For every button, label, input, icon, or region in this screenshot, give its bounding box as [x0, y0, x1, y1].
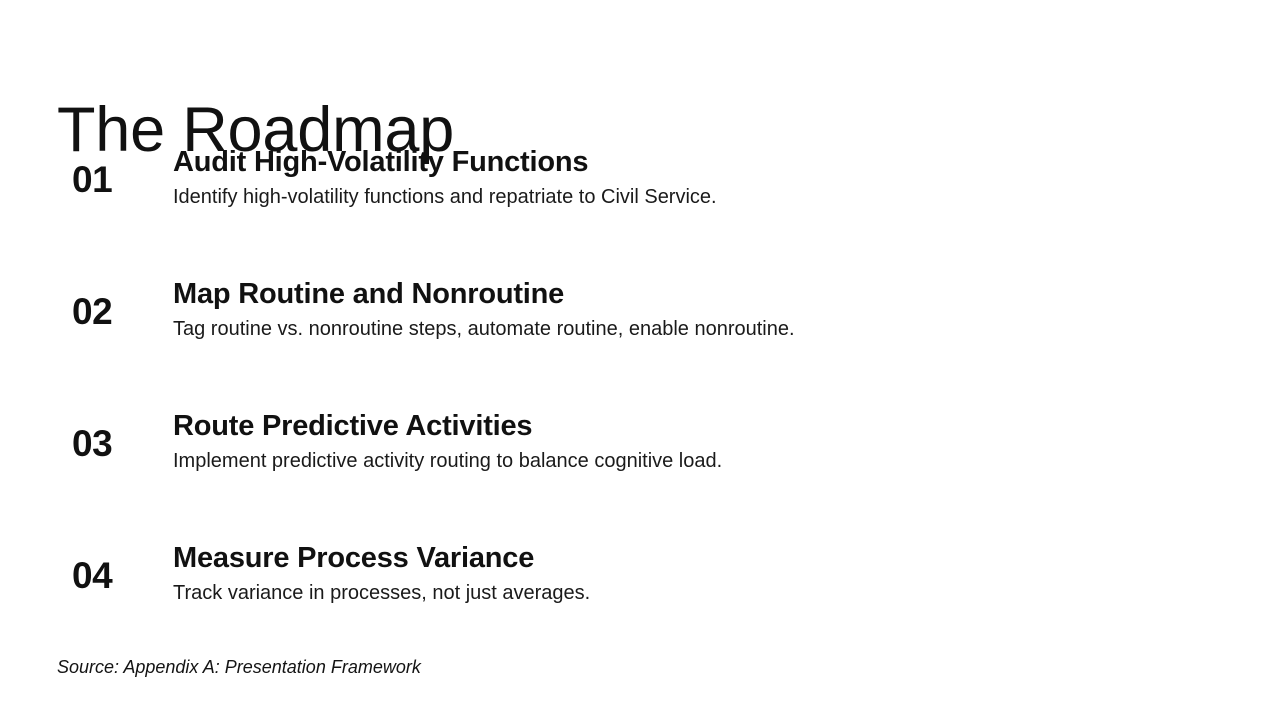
page-title: The Roadmap	[57, 95, 455, 166]
step-number: 02	[72, 291, 113, 332]
step-content: Map Routine and Nonroutine Tag routine v…	[173, 278, 1217, 342]
step-content: Audit High-Volatility Functions Identify…	[173, 146, 1217, 210]
step-number: 01	[72, 159, 113, 200]
source-note: Source: Appendix A: Presentation Framewo…	[57, 657, 421, 677]
step-description: Implement predictive activity routing to…	[173, 450, 723, 473]
list-item[interactable]: 04 Measure Process Variance Track varian…	[57, 542, 1217, 674]
step-number: 04	[72, 555, 113, 596]
step-heading: Map Routine and Nonroutine	[173, 278, 565, 310]
step-heading: Measure Process Variance	[173, 542, 535, 574]
step-heading: Audit High-Volatility Functions	[173, 146, 589, 178]
list-item[interactable]: 02 Map Routine and Nonroutine Tag routin…	[57, 278, 1217, 410]
step-number: 03	[72, 423, 113, 464]
list-item[interactable]: 03 Route Predictive Activities Implement…	[57, 410, 1217, 542]
step-description: Tag routine vs. nonroutine steps, automa…	[173, 318, 795, 341]
step-description: Identify high-volatility functions and r…	[173, 186, 717, 209]
step-content: Route Predictive Activities Implement pr…	[173, 410, 1217, 474]
step-description: Track variance in processes, not just av…	[173, 582, 591, 605]
step-content: Measure Process Variance Track variance …	[173, 542, 1217, 606]
list-item[interactable]: 01 Audit High-Volatility Functions Ident…	[57, 146, 1217, 278]
step-heading: Route Predictive Activities	[173, 410, 533, 442]
roadmap-step-list: 01 Audit High-Volatility Functions Ident…	[57, 146, 1217, 674]
